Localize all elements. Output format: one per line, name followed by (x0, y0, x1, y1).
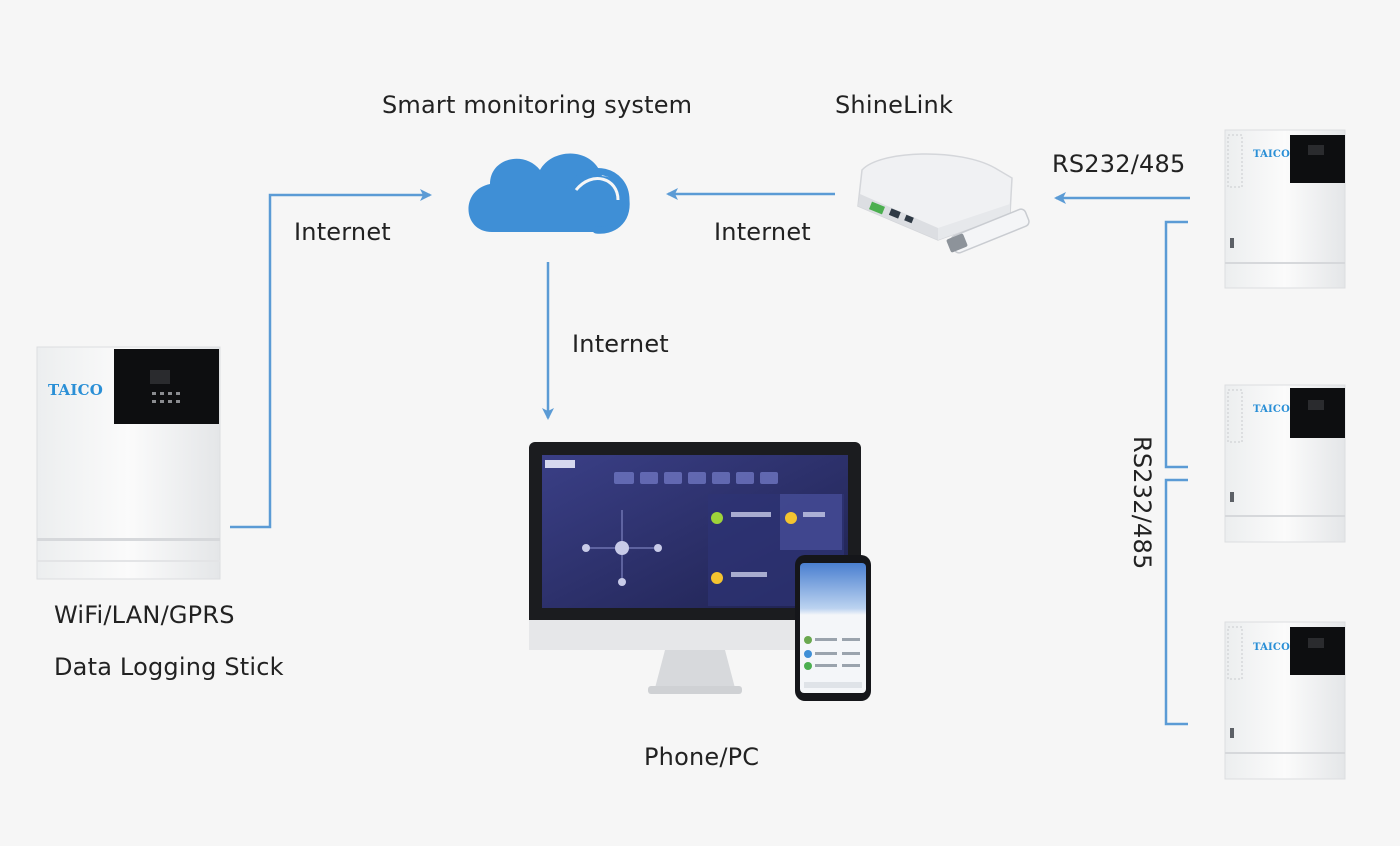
label-shinelink: ShineLink (835, 91, 954, 119)
label-rs-vertical: RS232/485 (1128, 436, 1156, 570)
label-phone-pc: Phone/PC (644, 743, 760, 771)
rs485-bracket-upper (1164, 220, 1188, 469)
brand-logo-bottom: TAICO (1253, 642, 1291, 653)
label-internet-left: Internet (294, 218, 391, 246)
router-icon (857, 153, 1030, 254)
rs485-bracket-lower (1164, 478, 1188, 726)
inverter-icon (36, 346, 221, 580)
label-stick-line2: Data Logging Stick (54, 653, 284, 681)
label-stick-line1: WiFi/LAN/GPRS (54, 601, 235, 629)
label-internet-right: Internet (714, 218, 811, 246)
cloud-icon (468, 153, 630, 234)
brand-logo-middle: TAICO (1253, 404, 1291, 415)
label-internet-down: Internet (572, 330, 669, 358)
brand-logo-left: TAICO (48, 381, 104, 399)
label-smart-monitoring: Smart monitoring system (382, 91, 693, 119)
phone-icon (795, 555, 871, 701)
inverter-icon-top (1224, 129, 1346, 289)
inverter-icon-bottom (1224, 621, 1346, 780)
inverter-icon-middle (1224, 384, 1346, 543)
brand-logo-top: TAICO (1253, 149, 1291, 160)
connector-stick-to-cloud (230, 189, 432, 529)
label-rs-top: RS232/485 (1052, 150, 1186, 178)
